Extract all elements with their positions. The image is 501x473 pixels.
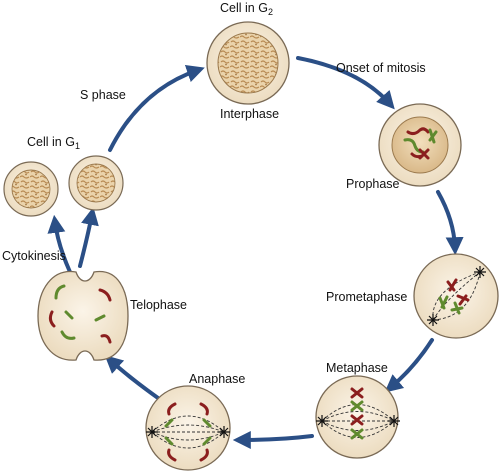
- cell-g1-right: [68, 155, 124, 211]
- telophase-chromosomes: [48, 284, 112, 344]
- g1-right-nucleus: [76, 163, 116, 203]
- arrow-prophase-prometa: [436, 190, 464, 256]
- prophase-chromosomes: [403, 127, 438, 160]
- cell-prophase: [378, 103, 462, 187]
- label-cytokinesis: Cytokinesis: [2, 249, 66, 263]
- arrow-onset-mitosis: [296, 56, 395, 110]
- g1-left-nucleus: [11, 169, 51, 209]
- label-prometaphase: Prometaphase: [326, 290, 407, 304]
- g2-nucleus: [217, 32, 279, 94]
- arrow-prometa-meta: [384, 338, 434, 393]
- label-telophase: Telophase: [130, 298, 187, 312]
- anaphase-spindle: [151, 415, 225, 449]
- label-onset-mitosis: Onset of mitosis: [336, 61, 426, 75]
- cell-anaphase: [145, 385, 231, 471]
- label-metaphase: Metaphase: [326, 361, 388, 375]
- metaphase-centrosomes: [316, 415, 400, 427]
- label-interphase: Interphase: [220, 107, 279, 121]
- label-s-phase: S phase: [80, 88, 126, 102]
- cell-metaphase: [315, 375, 400, 459]
- prometaphase-centrosomes: [427, 266, 486, 326]
- prometaphase-chromosomes: [438, 278, 470, 315]
- arrow-s-phase: [108, 65, 205, 152]
- label-anaphase: Anaphase: [189, 372, 245, 386]
- label-prophase: Prophase: [346, 177, 400, 191]
- cell-telophase: [37, 270, 129, 361]
- label-cell-g1: Cell in G1: [27, 135, 80, 151]
- arrow-cytokinesis-g1: [78, 206, 99, 268]
- anaphase-chromosomes: [164, 402, 212, 462]
- arrow-meta-ana: [232, 430, 314, 449]
- cell-prometaphase: [413, 253, 499, 339]
- cell-g2: [206, 21, 290, 105]
- arrow-ana-telo: [104, 355, 160, 400]
- cycle-arrows: [47, 56, 464, 449]
- arrow-telo-cytokinesis: [47, 214, 72, 274]
- cell-g1-left: [3, 161, 59, 217]
- prophase-nucleus: [391, 116, 449, 174]
- metaphase-chromosomes: [350, 387, 364, 440]
- label-cell-g2: Cell in G2: [220, 1, 273, 17]
- anaphase-centrosomes: [146, 426, 230, 438]
